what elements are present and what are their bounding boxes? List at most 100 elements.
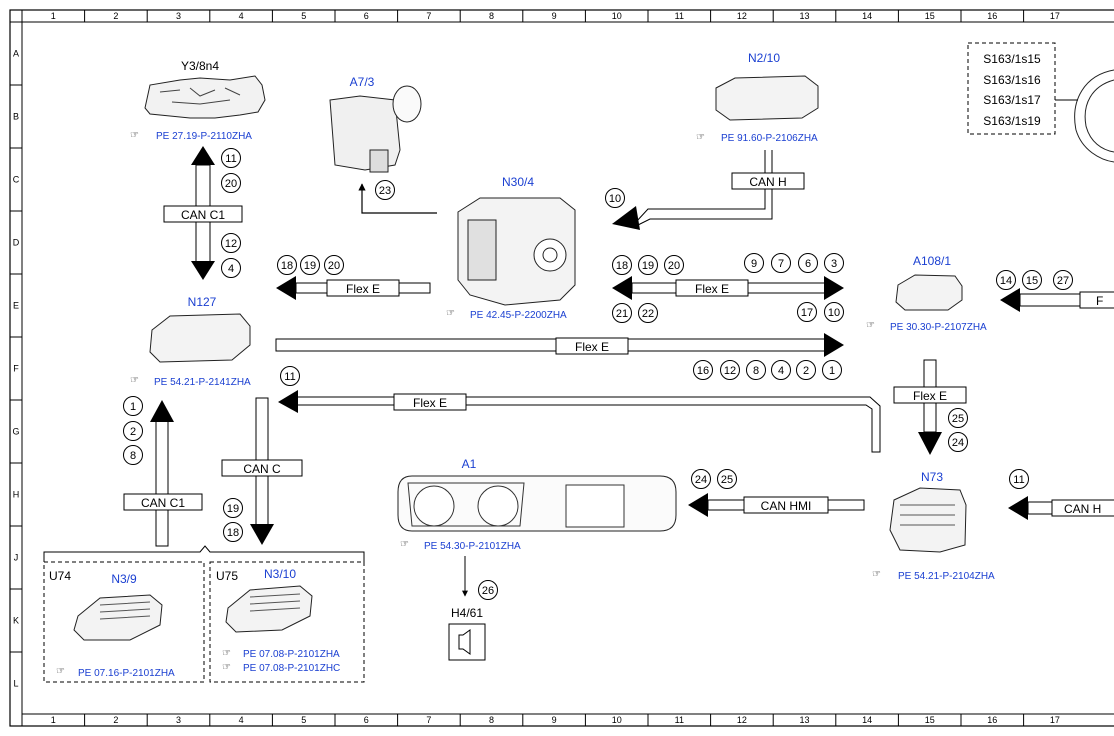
signal-number: 10 — [609, 193, 621, 205]
grid-col-top: 13 — [799, 11, 809, 21]
signal-number: 25 — [952, 413, 964, 425]
switch-label: S163/1s16 — [983, 73, 1041, 87]
speaker-icon — [448, 623, 486, 661]
grid-col-bottom: 17 — [1050, 715, 1060, 725]
component-n73[interactable]: N73 ☞ PE 54.21-P-2104ZHA — [872, 470, 995, 582]
grid-col-bottom: 10 — [612, 715, 622, 725]
signal-circle — [948, 408, 968, 428]
grid-row: K — [13, 616, 19, 626]
y3-8n4-ref[interactable]: PE 27.19-P-2110ZHA — [156, 131, 252, 142]
component-y3-8n4[interactable]: Y3/8n4 ☞ PE 27.19-P-2110ZHA — [130, 59, 266, 142]
svg-text:CAN H: CAN H — [749, 175, 786, 189]
grid-col-top: 5 — [301, 11, 306, 21]
bus-flex-e-mid: Flex E — [612, 276, 844, 300]
component-h4-61[interactable]: H4/61 — [448, 606, 486, 661]
u74-label: N3/9 — [111, 572, 137, 586]
signal-circle — [1009, 469, 1029, 489]
signal-number: 11 — [1013, 474, 1024, 486]
signal-number: 24 — [695, 474, 707, 486]
signal-circle — [375, 180, 395, 200]
svg-text:Flex E: Flex E — [575, 340, 609, 354]
n73-label: N73 — [921, 470, 943, 484]
signal-circle — [300, 255, 320, 275]
component-u74[interactable]: U74 N3/9 ☞ PE 07.16-P-2101ZHA — [43, 561, 205, 683]
switch-group-s163: S163/1s15 S163/1s16 S163/1s17 S163/1s19 — [967, 42, 1114, 163]
grid-row: G — [12, 427, 19, 437]
bus-flex-e-vertical: Flex E — [893, 359, 967, 455]
signal-number: 20 — [668, 260, 680, 272]
u74-ref[interactable]: PE 07.16-P-2101ZHA — [78, 668, 175, 679]
a108-1-label: A108/1 — [913, 254, 951, 268]
n73-ref[interactable]: PE 54.21-P-2104ZHA — [898, 571, 995, 582]
signal-circle — [277, 255, 297, 275]
component-a1[interactable]: A1 ☞ PE 54.30-P-2101ZHA — [397, 457, 677, 552]
svg-text:☞: ☞ — [446, 308, 455, 319]
grid-row: J — [14, 553, 19, 563]
n2-10-label: N2/10 — [748, 51, 780, 65]
ignition-switch-icon — [889, 487, 967, 553]
grid-col-top: 6 — [364, 11, 369, 21]
component-n2-10[interactable]: N2/10 ☞ PE 91.60-P-2106ZHA — [696, 51, 819, 144]
bus-can-c1-bottom: CAN C1 — [123, 400, 203, 547]
signal-number: 11 — [284, 371, 295, 383]
signal-circle — [123, 445, 143, 465]
grid-col-bottom: 2 — [113, 715, 118, 725]
signal-number: 11 — [225, 153, 236, 165]
a1-ref[interactable]: PE 54.30-P-2101ZHA — [424, 541, 521, 552]
grid-col-top: 10 — [612, 11, 622, 21]
pump-icon — [329, 95, 401, 171]
a1-label: A1 — [462, 457, 477, 471]
module-icon — [149, 313, 251, 363]
grid-col-top: 4 — [239, 11, 244, 21]
a108-1-ref[interactable]: PE 30.30-P-2107ZHA — [890, 322, 987, 333]
svg-text:CAN C: CAN C — [243, 462, 281, 476]
component-u75[interactable]: U75 N3/10 ☞ PE 07.08-P-2101ZHA ☞ PE 07.0… — [209, 561, 365, 683]
h4-61-label: H4/61 — [451, 606, 483, 620]
signal-number: 19 — [642, 260, 654, 272]
svg-text:CAN H: CAN H — [1064, 502, 1101, 516]
u74-tag: U74 — [49, 569, 71, 583]
svg-text:☞: ☞ — [222, 662, 231, 673]
svg-text:☞: ☞ — [222, 648, 231, 659]
grid-col-bottom: 12 — [737, 715, 747, 725]
n127-ref[interactable]: PE 54.21-P-2141ZHA — [154, 377, 251, 388]
bus-can-c1-top: CAN C1 — [163, 146, 243, 280]
component-a7-3[interactable]: A7/3 — [329, 75, 422, 173]
signal-circle — [996, 270, 1016, 290]
signal-number: 20 — [225, 178, 237, 190]
bus-flex-e-long: Flex E — [275, 333, 844, 357]
n30-4-ref[interactable]: PE 42.45-P-2200ZHA — [470, 310, 567, 321]
grid-col-top: 1 — [51, 11, 56, 21]
signal-number: 15 — [1026, 275, 1038, 287]
signal-circle — [948, 432, 968, 452]
grid-row: A — [13, 49, 19, 59]
grid-col-top: 12 — [737, 11, 747, 21]
svg-text:☞: ☞ — [866, 320, 875, 331]
grid-col-bottom: 3 — [176, 715, 181, 725]
grid-col-bottom: 11 — [675, 715, 684, 725]
component-a108-1[interactable]: A108/1 ☞ PE 30.30-P-2107ZHA — [866, 254, 987, 333]
component-n127[interactable]: N127 ☞ PE 54.21-P-2141ZHA — [130, 295, 251, 388]
signal-number: 12 — [225, 238, 237, 250]
u75-ref1[interactable]: PE 07.08-P-2101ZHA — [243, 649, 340, 660]
grid-row: B — [13, 112, 19, 122]
grid-col-top: 14 — [862, 11, 872, 21]
bus-flex-e-left: Flex E — [276, 276, 431, 300]
n2-10-ref[interactable]: PE 91.60-P-2106ZHA — [721, 133, 818, 144]
signal-number: 18 — [616, 260, 628, 272]
signal-number: 9 — [751, 258, 757, 270]
signal-circle — [746, 360, 766, 380]
signal-number: 25 — [721, 474, 733, 486]
component-n30-4[interactable]: N30/4 ☞ PE 42.45-P-2200ZHA — [446, 175, 576, 321]
valve-body-icon — [144, 75, 266, 119]
signal-circle — [280, 366, 300, 386]
signal-number: 22 — [642, 308, 654, 320]
signal-number: 7 — [778, 258, 784, 270]
svg-text:Flex E: Flex E — [346, 282, 380, 296]
u75-ref2[interactable]: PE 07.08-P-2101ZHC — [243, 663, 340, 674]
signal-number: 4 — [228, 263, 234, 275]
signal-circle — [324, 255, 344, 275]
signal-number: 19 — [227, 503, 239, 515]
grid-row: L — [13, 679, 18, 689]
